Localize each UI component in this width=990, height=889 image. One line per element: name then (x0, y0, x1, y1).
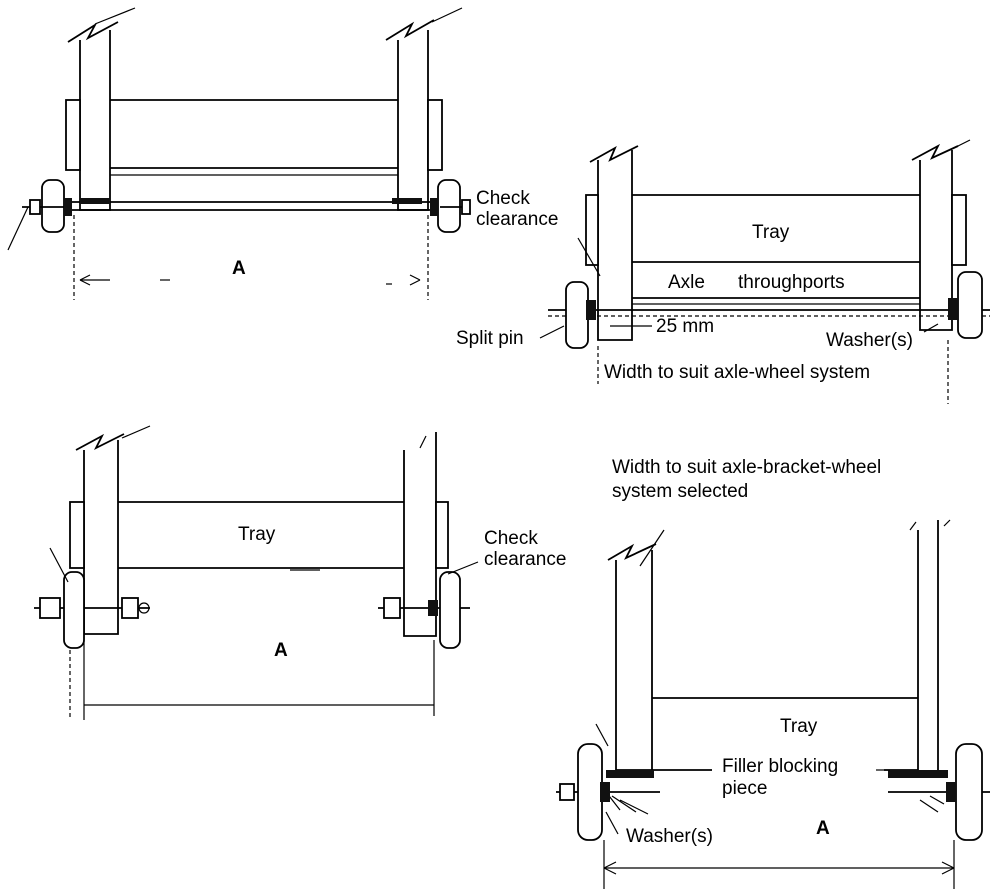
top-right-tray-label: Tray (752, 222, 790, 243)
top-right-split-pin-label: Split pin (456, 328, 524, 349)
bottom-left-assembly (34, 425, 479, 720)
top-right-throughports-label: throughports (738, 272, 845, 293)
top-right-washers-label: Washer(s) (826, 330, 913, 351)
bottom-left-tray-label: Tray (238, 524, 276, 545)
top-left-dimension-label: A (232, 258, 246, 279)
bottom-right-dimension-label: A (816, 818, 830, 839)
top-right-axle-label: Axle (668, 272, 705, 293)
bottom-right-filler-label: Filler blocking piece (722, 756, 839, 799)
bottom-right-assembly (556, 519, 990, 889)
bottom-right-tray-label: Tray (780, 716, 818, 737)
bottom-left-dimension-label: A (274, 640, 288, 661)
top-right-check-clearance-label: Check clearance (476, 188, 559, 230)
bottom-left-check-clearance-label: Check clearance (484, 528, 567, 570)
top-right-gap-label: 25 mm (656, 316, 715, 337)
top-left-assembly (7, 7, 471, 300)
bottom-right-washers-label: Washer(s) (626, 826, 713, 847)
top-right-width-label: Width to suit axle-wheel system (604, 362, 871, 383)
top-right-assembly (539, 139, 990, 404)
bottom-right-width-note: Width to suit axle-bracket-wheel system … (612, 457, 882, 502)
